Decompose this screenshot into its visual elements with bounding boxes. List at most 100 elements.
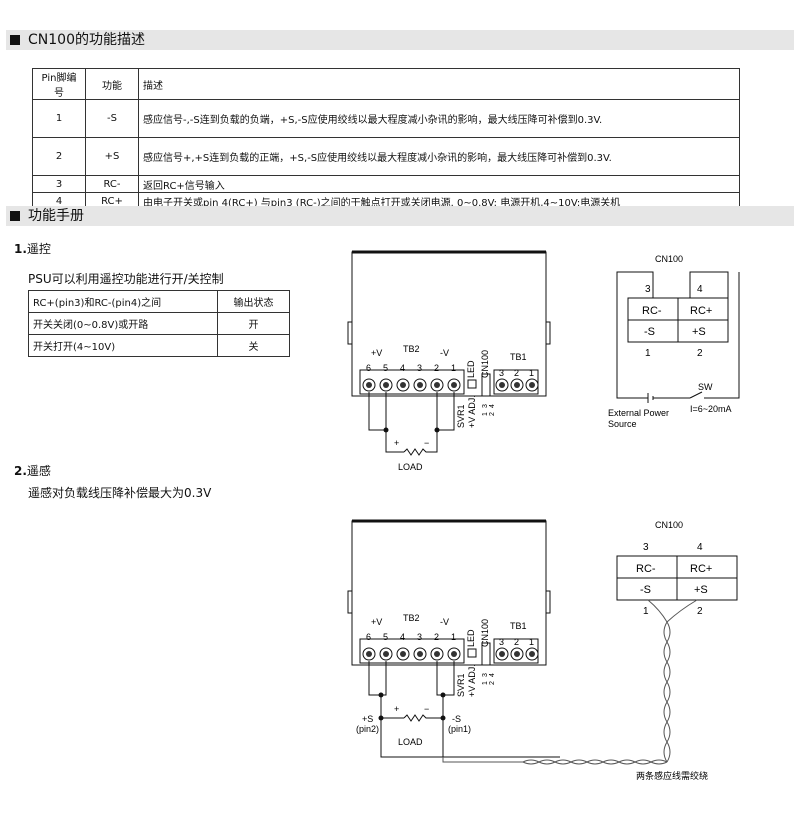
tb2-label: TB2 xyxy=(403,613,420,623)
cn-pin-top-left: 3 xyxy=(643,542,649,553)
cn-pin-label: 2 xyxy=(489,412,496,416)
s-plus-cell: +S xyxy=(692,326,706,338)
state-cell: 关 xyxy=(217,334,290,357)
s-plus-cell: +S xyxy=(694,584,708,596)
plus-sign: + xyxy=(394,704,399,714)
ext-power-label: External Power xyxy=(608,408,669,418)
rc-minus-cell: RC- xyxy=(642,305,662,317)
minus-sign: − xyxy=(424,704,429,714)
cn-pin-label: 2 xyxy=(489,681,496,685)
tb1-pin: 1 xyxy=(529,637,534,647)
tb2-pin: 2 xyxy=(434,632,439,642)
s-minus-cell: -S xyxy=(644,326,655,338)
cn-pin-label: 3 xyxy=(482,404,489,408)
tb2-pin: 2 xyxy=(434,363,439,373)
cn100-title: CN100 xyxy=(655,254,683,264)
remote-sense-heading: 2.遥感 xyxy=(14,462,51,479)
cn100-connector-a: CN100 RC- RC+ -S +S 3 4 1 2 xyxy=(627,254,729,359)
pin1-label-a: -S xyxy=(452,714,461,724)
tb2-pin: 4 xyxy=(400,363,405,373)
tb2-label: TB2 xyxy=(403,344,420,354)
section-header-manual: 功能手册 xyxy=(6,206,794,226)
psu-diagram-b xyxy=(346,519,552,667)
sw-label: SW xyxy=(698,382,713,392)
plus-sign: + xyxy=(394,438,399,448)
pin2-label-b: (pin2) xyxy=(356,724,379,734)
func-cell: +S xyxy=(85,137,139,176)
psu-diagram-a xyxy=(346,250,552,398)
plus-v-label: +V xyxy=(371,617,382,627)
tb2-pin: 3 xyxy=(417,363,422,373)
cn-pin-top-right: 4 xyxy=(697,284,703,295)
cn-pin-bottom-left: 1 xyxy=(643,606,649,617)
desc-header: 描述 xyxy=(138,68,740,100)
remote-sense-intro: 遥感对负载线压降补偿最大为0.3V xyxy=(28,486,212,500)
cn-pin-label: 1 xyxy=(482,412,489,416)
cn-pin-label: 1 xyxy=(482,681,489,685)
section-title: 功能手册 xyxy=(28,208,84,224)
current-label: I=6~20mA xyxy=(690,404,732,414)
remote-control-table: RC+(pin3)和RC-(pin4)之间 输出状态 开关关闭(0~0.8V)或… xyxy=(28,290,290,357)
rc-plus-cell: RC+ xyxy=(690,563,712,575)
tb2-pin: 1 xyxy=(451,363,456,373)
cn100-vertical-label: CN100 xyxy=(480,350,490,378)
tb2-pin: 3 xyxy=(417,632,422,642)
cn-pin-top-right: 4 xyxy=(697,542,703,553)
tb2-pin: 6 xyxy=(366,632,371,642)
source-label: Source xyxy=(608,419,637,429)
minus-v-label: -V xyxy=(440,617,449,627)
rc-wiring-a xyxy=(616,271,740,403)
tb1-pin: 3 xyxy=(499,637,504,647)
plus-v-label: +V xyxy=(371,348,382,358)
heading-text: 遥控 xyxy=(26,242,51,256)
cn-pin-bottom-right: 2 xyxy=(697,348,703,359)
s-minus-cell: -S xyxy=(640,584,651,596)
tb1-pin: 3 xyxy=(499,368,504,378)
tb2-terminals-a xyxy=(362,378,539,392)
tb2-terminals-b xyxy=(362,647,539,661)
tb2-pin: 4 xyxy=(400,632,405,642)
vadj-label: +V ADJ. xyxy=(467,395,477,428)
load-wiring-a xyxy=(368,392,455,456)
square-bullet-icon xyxy=(10,35,20,45)
svr1-label: SVR1 xyxy=(456,404,466,428)
func-cell: -S xyxy=(85,99,139,138)
desc-cell: 感应信号-,-S连到负载的负端，+S,-S应使用绞线以最大程度减小杂讯的影响，最… xyxy=(138,99,740,138)
section-title: CN100的功能描述 xyxy=(28,32,145,48)
cond-cell: 开关打开(4~10V) xyxy=(28,334,218,357)
heading-text: 遥感 xyxy=(26,464,51,478)
tb2-pin: 5 xyxy=(383,632,388,642)
remote-control-heading: 1.遥控 xyxy=(14,240,51,257)
pin1-label-b: (pin1) xyxy=(448,724,471,734)
cn-pin-top-left: 3 xyxy=(645,284,651,295)
tb1-label: TB1 xyxy=(510,352,527,362)
load-label: LOAD xyxy=(398,737,423,747)
cn-pin-bottom-right: 2 xyxy=(697,606,703,617)
heading-number: 1. xyxy=(14,242,27,256)
minus-sign: − xyxy=(424,438,429,448)
heading-number: 2. xyxy=(14,464,27,478)
tb1-pin: 2 xyxy=(514,637,519,647)
tb2-pin: 1 xyxy=(451,632,456,642)
tb2-pin: 6 xyxy=(366,363,371,373)
twisted-note: 两条感应线需绞绕 xyxy=(636,770,708,781)
cn-pin-label: 4 xyxy=(489,404,496,408)
pin-cell: 1 xyxy=(32,99,86,138)
cn-pin-label: 3 xyxy=(482,673,489,677)
tb1-pin: 1 xyxy=(529,368,534,378)
func-header: 功能 xyxy=(85,68,139,100)
vadj-label: +V ADJ. xyxy=(467,664,477,697)
cn100-vertical-label: CN100 xyxy=(480,619,490,647)
led-label: LED xyxy=(466,360,476,378)
section-header-cn100: CN100的功能描述 xyxy=(6,30,794,50)
remote-control-intro: PSU可以利用遥控功能进行开/关控制 xyxy=(28,272,224,286)
minus-v-label: -V xyxy=(440,348,449,358)
pin-function-table: Pin脚编号 功能 描述 1 -S 感应信号-,-S连到负载的负端，+S,-S应… xyxy=(32,68,740,210)
tb1-label: TB1 xyxy=(510,621,527,631)
rc-minus-cell: RC- xyxy=(636,563,656,575)
cn-pin-label: 4 xyxy=(489,673,496,677)
load-label: LOAD xyxy=(398,462,423,472)
rc-plus-cell: RC+ xyxy=(690,305,712,317)
svr1-label: SVR1 xyxy=(456,673,466,697)
